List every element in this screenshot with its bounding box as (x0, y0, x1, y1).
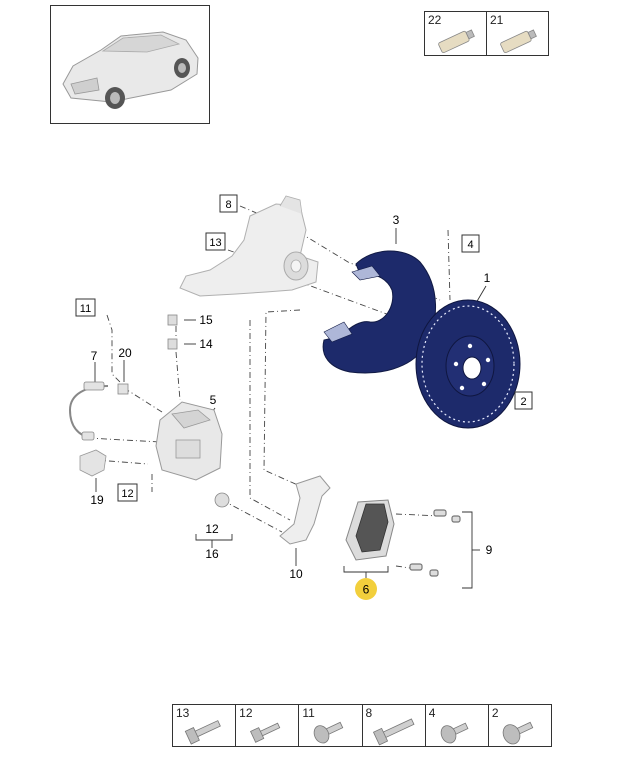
fastener-number: 11 (302, 706, 315, 720)
fastener-number: 2 (491, 706, 499, 720)
svg-text:8: 8 (225, 199, 231, 211)
consumable-number: 21 (490, 13, 504, 27)
svg-text:11: 11 (80, 303, 91, 315)
callout-10[interactable]: 10 (289, 567, 303, 581)
callout-15[interactable]: 15 (199, 313, 213, 327)
fastener-table: 13 12 11 8 4 2 (172, 704, 552, 747)
tube-icon (438, 29, 475, 54)
tube-icon (500, 29, 537, 54)
callout-20[interactable]: 20 (118, 346, 132, 360)
bolt-icon (250, 722, 281, 743)
fastener-cell[interactable]: 13 (173, 705, 237, 746)
callout-12-boxed[interactable]: 12 (117, 483, 138, 502)
bracket-part[interactable] (79, 449, 107, 477)
fastener-number: 8 (365, 706, 373, 720)
svg-text:4: 4 (467, 239, 473, 251)
fastener-number: 12 (239, 706, 253, 720)
fastener-number: 13 (176, 706, 190, 720)
bolt-icon (314, 721, 344, 744)
caliper-bolt-part[interactable] (214, 492, 230, 508)
callout-16[interactable]: 16 (205, 547, 219, 561)
svg-text:2: 2 (520, 396, 526, 408)
fastener-cell[interactable]: 2 (489, 705, 551, 746)
clip-part[interactable] (117, 383, 129, 395)
callout-14[interactable]: 14 (199, 337, 213, 351)
callout-13[interactable]: 13 (205, 232, 226, 251)
pad-carrier-part[interactable] (279, 475, 331, 545)
bolt-icon (440, 722, 469, 744)
callout-1[interactable]: 1 (484, 271, 491, 285)
callout-4[interactable]: 4 (461, 234, 480, 253)
vehicle-illustration (62, 31, 199, 109)
callout-8[interactable]: 8 (219, 194, 238, 213)
fastener-cell[interactable]: 11 (299, 705, 363, 746)
svg-text:12: 12 (121, 488, 133, 500)
fastener-number: 4 (428, 706, 436, 720)
bleeder-screw-part[interactable] (167, 314, 178, 350)
callout-2[interactable]: 2 (514, 391, 533, 410)
callout-11[interactable]: 11 (75, 298, 96, 317)
callout-19[interactable]: 19 (90, 493, 104, 507)
callout-5[interactable]: 5 (210, 393, 217, 407)
callout-3[interactable]: 3 (393, 213, 400, 227)
brake-pads-part[interactable] (345, 499, 395, 561)
consumables-table: 22 21 (424, 11, 549, 56)
callout-7[interactable]: 7 (91, 349, 98, 363)
brake-caliper-part[interactable] (155, 401, 223, 481)
callout-6-highlighted[interactable]: 6 (355, 578, 377, 600)
fastener-cell[interactable]: 4 (426, 705, 489, 746)
bolt-icon (502, 721, 534, 745)
consumable-number: 22 (428, 13, 442, 27)
callout-9[interactable]: 9 (486, 543, 493, 557)
wear-sensor-cable-part[interactable] (68, 381, 109, 441)
svg-text:6: 6 (363, 583, 370, 597)
steering-knuckle-part[interactable] (179, 195, 319, 297)
fastener-cell[interactable]: 8 (363, 705, 426, 746)
bolt-icon (184, 720, 221, 745)
callout-12[interactable]: 12 (205, 522, 219, 536)
brake-dust-shield-part[interactable] (322, 250, 436, 374)
vehicle-thumbnail (50, 5, 210, 124)
bolt-icon (372, 718, 415, 746)
pad-spring-part[interactable] (409, 509, 461, 577)
svg-text:13: 13 (209, 237, 221, 249)
fastener-cell[interactable]: 12 (236, 705, 300, 746)
consumable-cell[interactable]: 21 (487, 12, 548, 55)
consumable-cell[interactable]: 22 (425, 12, 487, 55)
brake-disc-part[interactable] (415, 299, 521, 429)
